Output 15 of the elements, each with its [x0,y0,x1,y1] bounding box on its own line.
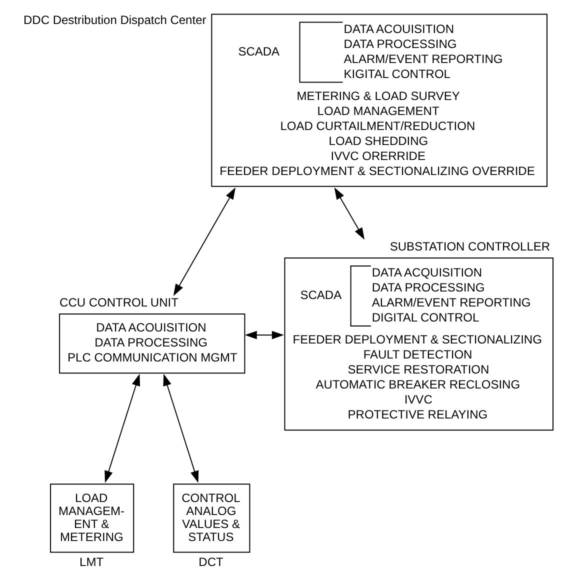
node-label: SUBSTATION CONTROLLER [389,240,550,254]
node-label: LMT [79,554,104,569]
node-label: DCT [198,554,223,569]
arrow [104,374,140,483]
node-box: LOAD MANAGEM- ENT & METERING [50,484,134,553]
node-box: DATA ACOUISITION DATA PROCESSING PLC COMMUNICATION MGMT [58,314,245,374]
arrow [244,330,284,340]
node-box: SCADA DATA ACQUISITION DATA PROCESSING ALARM/EVENT REPORTING DIGITAL CONTROL FEEDER DEPLOYMENT & SECTIONALIZING FAULT DETECTION SERVICE RESTORATION AUTOMATIC BREAKER RECLOSING IVVC PROTECTIVE RELAYING [284,257,553,431]
arrow [172,187,236,296]
arrow [162,374,198,483]
node-box: CONTROL ANALOG VALUES & STATUS [172,484,250,553]
node-label: DDC Destribution Dispatch Center [23,12,206,27]
node-label: CCU CONTROL UNIT [59,296,178,310]
node-box: SCADA DATA ACOUISITION DATA PROCESSING ALARM/EVENT REPORTING KIGITAL CONTROL METERING & LOAD SURVEY LOAD MANAGEMENT LOAD CURTAILMENT/REDUCTION LOAD SHEDDING IVVC ORERRIDE FEEDER DEPLOYMENT & SECTIONALIZING OVERRIDE [210,14,547,187]
arrow [334,187,364,240]
